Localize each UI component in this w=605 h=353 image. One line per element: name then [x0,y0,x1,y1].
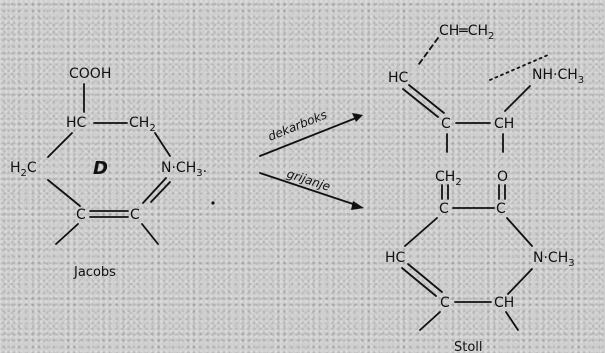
stoll-c-top-right: C [496,201,506,217]
bond [404,217,438,247]
top-c: C [441,116,451,132]
stoll-c-bottom: C [440,295,450,311]
bond [407,263,443,293]
jacobs-h2c: H2C [10,160,37,179]
stoll-c-top-left: C [439,201,449,217]
stoll-name: Stoll [454,340,483,353]
bond [154,132,171,157]
bond [505,311,519,331]
bond [55,223,79,245]
bond [408,84,445,114]
jacobs-ch2: CH2 [129,115,156,134]
bond [150,181,171,203]
arrow-lower [259,172,357,206]
jacobs-c-left: C [76,207,86,223]
bond [402,88,439,118]
stoll-nmethyl: N·CH3 [533,250,575,269]
bond [506,217,533,247]
jacobs-nmethyl: N·CH3. [161,160,207,179]
bond [47,179,81,207]
product-top: CH═CH2 HC NH·CH3 C CH [388,23,584,153]
arrow-upper [259,117,357,157]
jacobs-name: Jacobs [73,265,116,280]
stoll-ch-bottom: CH [494,295,514,311]
arrow-upper-head [352,113,363,122]
jacobs-hc: HC [66,115,87,131]
jacobs-structure: COOH HC CH2 H2C D N·CH3. C C Jacobs [10,66,215,280]
jacobs-cooh: COOH [69,66,111,82]
top-ch-ch2: CH═CH2 [439,23,494,42]
arrow-lower-head [351,201,364,210]
dot [211,201,215,205]
stoll-ch2: CH2 [435,169,462,188]
bond [507,268,533,295]
stoll-o: O [497,169,508,185]
bond [141,223,159,245]
top-nhme: NH·CH3 [532,67,584,86]
bond [504,85,531,112]
bond [142,177,167,204]
bond [47,132,73,158]
reaction-arrows: dekarboks grijanje [259,107,364,210]
bond [419,311,441,331]
stoll-structure: CH2 O C C HC N·CH3 C CH Stoll [385,169,575,353]
top-ch: CH [494,116,514,132]
bond-dotted [489,54,549,81]
ring-label: D [93,158,108,179]
bond-dashed [418,37,439,65]
stoll-hc: HC [385,250,406,266]
arrow-upper-label: dekarboks [266,107,329,143]
top-hc: HC [388,70,409,86]
jacobs-c-right: C [130,207,140,223]
bond [401,267,437,297]
